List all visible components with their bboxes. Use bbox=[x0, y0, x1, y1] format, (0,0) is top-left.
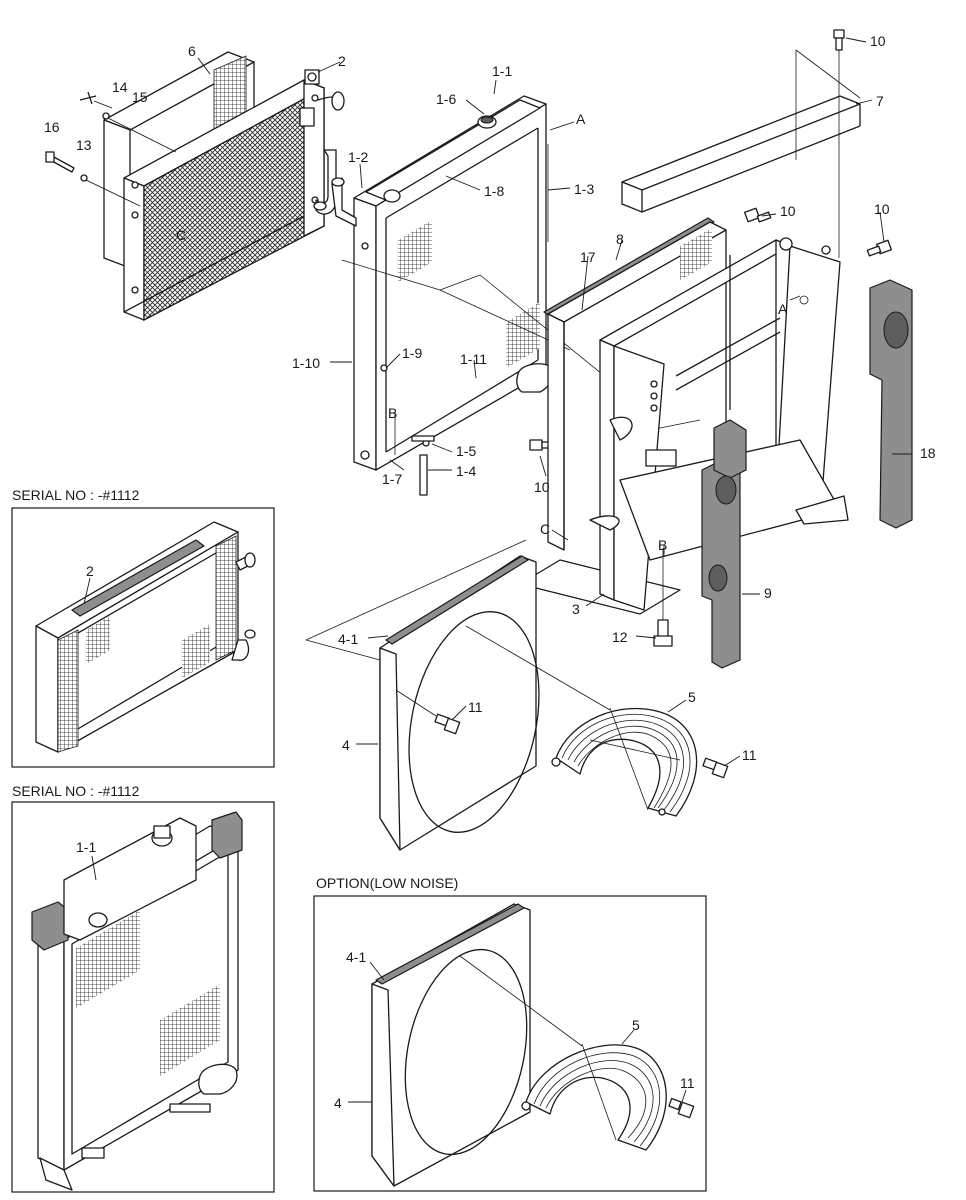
label-1-6: 1-6 bbox=[436, 91, 456, 107]
inset-oil-cooler bbox=[35, 521, 256, 753]
label-1-11: 1-11 bbox=[460, 351, 487, 367]
inset-box-option bbox=[313, 895, 707, 1192]
part-2-oil-cooler bbox=[123, 69, 345, 322]
caption-serial-bottom: SERIAL NO : -#1112 bbox=[12, 783, 140, 799]
label-1-3: 1-3 bbox=[574, 181, 594, 197]
label-15: 15 bbox=[132, 89, 148, 105]
label-11-shroud: 11 bbox=[468, 699, 483, 715]
label-leaders bbox=[83, 37, 912, 1103]
label-13: 13 bbox=[76, 137, 92, 153]
label-2: 2 bbox=[338, 53, 346, 69]
inset-box-serial-top bbox=[11, 507, 275, 768]
part-1-radiator bbox=[331, 95, 554, 496]
label-5: 5 bbox=[688, 689, 696, 705]
part-labels: 6 2 14 15 16 13 C 1-1 1-6 A 1-2 1-3 1-8 … bbox=[44, 33, 936, 1111]
caption-serial-top: SERIAL NO : -#1112 bbox=[12, 487, 140, 503]
label-8: 8 bbox=[616, 231, 624, 247]
label-1-9: 1-9 bbox=[402, 345, 422, 361]
part-18-seal bbox=[869, 279, 913, 529]
label-b-radiator: B bbox=[388, 405, 397, 421]
label-16: 16 bbox=[44, 119, 60, 135]
inset-option-shroud bbox=[371, 903, 695, 1187]
label-1-1: 1-1 bbox=[492, 63, 512, 79]
label-1-10: 1-10 bbox=[292, 355, 320, 371]
label-6: 6 bbox=[188, 43, 196, 59]
label-a-side: A bbox=[778, 301, 788, 317]
label-14: 14 bbox=[112, 79, 128, 95]
part-3-frame bbox=[519, 237, 849, 615]
label-11-option: 11 bbox=[680, 1075, 695, 1091]
label-4-1: 4-1 bbox=[338, 631, 358, 647]
label-4-option: 4 bbox=[334, 1095, 342, 1111]
label-18: 18 bbox=[920, 445, 936, 461]
bolts-11 bbox=[395, 689, 729, 779]
bolts-14-15-16-13 bbox=[45, 91, 177, 207]
label-7: 7 bbox=[876, 93, 884, 109]
part-6-guard-screen bbox=[103, 51, 255, 269]
label-1-7: 1-7 bbox=[382, 471, 402, 487]
label-a-top: A bbox=[576, 111, 586, 127]
label-1-1-inset: 1-1 bbox=[76, 839, 96, 855]
label-2-inset: 2 bbox=[86, 563, 94, 579]
label-5-option: 5 bbox=[632, 1017, 640, 1033]
label-1-8: 1-8 bbox=[484, 183, 504, 199]
label-9: 9 bbox=[764, 585, 772, 601]
label-1-5: 1-5 bbox=[456, 443, 476, 459]
part-7-top-plate bbox=[621, 49, 861, 213]
label-4-1-option: 4-1 bbox=[346, 949, 366, 965]
label-b-frame: B bbox=[658, 537, 667, 553]
part-9-seal bbox=[701, 419, 747, 669]
label-1-4: 1-4 bbox=[456, 463, 476, 479]
label-17: 17 bbox=[580, 249, 596, 265]
part-4-fan-shroud bbox=[305, 539, 611, 851]
label-10-top: 10 bbox=[870, 33, 886, 49]
bolts-10 bbox=[529, 29, 892, 451]
label-11-guard: 11 bbox=[742, 747, 757, 763]
inset-box-serial-bottom bbox=[11, 801, 275, 1193]
label-3: 3 bbox=[572, 601, 580, 617]
label-c-frame: C bbox=[540, 521, 550, 537]
inset-radiator bbox=[31, 811, 243, 1191]
label-c-cooler: C bbox=[176, 227, 186, 243]
label-12: 12 bbox=[612, 629, 628, 645]
label-10-left: 10 bbox=[534, 479, 550, 495]
part-17-shroud-panel bbox=[547, 221, 727, 551]
caption-option-low-noise: OPTION(LOW NOISE) bbox=[316, 875, 458, 891]
label-10-mid: 10 bbox=[780, 203, 796, 219]
bolt-12 bbox=[653, 548, 673, 647]
label-4: 4 bbox=[342, 737, 350, 753]
label-10-right: 10 bbox=[874, 201, 890, 217]
label-1-2: 1-2 bbox=[348, 149, 368, 165]
part-5-fan-guard bbox=[551, 707, 698, 817]
